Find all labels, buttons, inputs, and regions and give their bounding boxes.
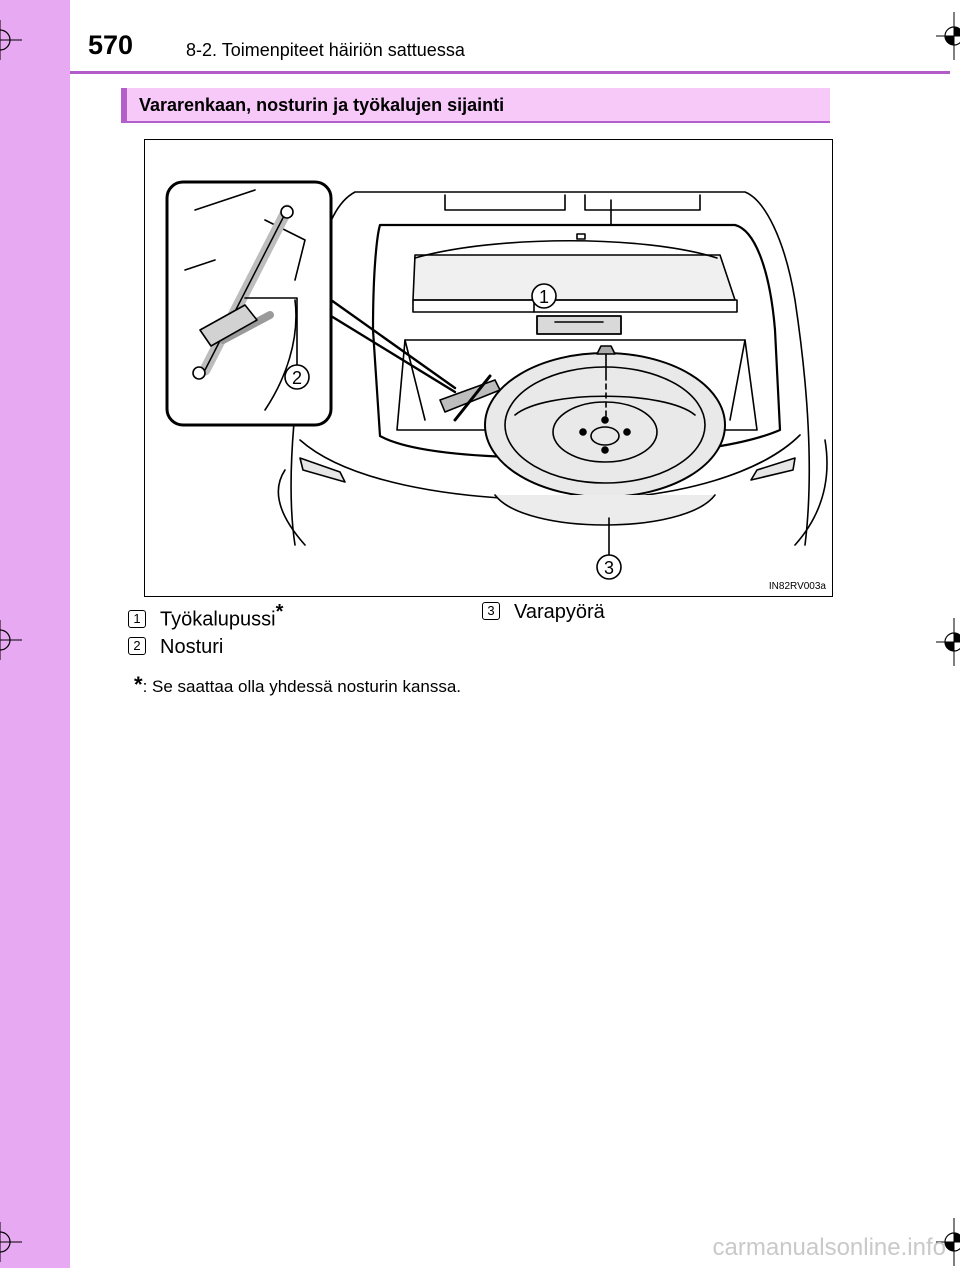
callout-2: 2 [292, 368, 302, 388]
registration-mark-icon [936, 12, 960, 60]
legend-label: Nosturi [160, 636, 224, 658]
footnote-text: : Se saattaa olla yhdessä nosturin kanss… [142, 677, 462, 696]
registration-mark-icon [936, 1218, 960, 1266]
figure-code: IN82RV003a [768, 581, 826, 592]
registration-mark-icon [936, 618, 960, 666]
trunk-illustration: 1 2 3 IN82RV003a [144, 139, 833, 597]
legend-number: 2 [128, 637, 146, 655]
header-divider [70, 71, 950, 74]
registration-mark-icon [0, 1222, 22, 1262]
chapter-title: 8-2. Toimenpiteet häiriön sattuessa [186, 40, 465, 60]
legend-item-1: 1 Työkalupussi* [128, 601, 283, 632]
legend-label: Työkalupussi [160, 608, 276, 631]
callout-3: 3 [604, 558, 614, 578]
side-color-band [0, 0, 70, 1268]
watermark: carmanualsonline.info [712, 1234, 946, 1261]
page-number: 570 [88, 30, 134, 60]
legend-item-3: 3 Varapyörä [482, 601, 605, 624]
section-heading-box: Vararenkaan, nosturin ja työkalujen sija… [121, 88, 830, 123]
footnote-mark: * [275, 601, 284, 623]
registration-mark-icon [0, 620, 22, 660]
registration-mark-icon [0, 20, 22, 60]
trunk-drawing: 1 2 3 [165, 180, 828, 580]
footnote: *: Se saattaa olla yhdessä nosturin kans… [134, 672, 461, 698]
legend-number: 1 [128, 609, 146, 628]
callout-1: 1 [539, 287, 549, 307]
legend-item-2: 2 Nosturi [128, 636, 223, 659]
legend-label: Varapyörä [514, 601, 605, 623]
legend-number: 3 [482, 602, 500, 620]
section-title: Vararenkaan, nosturin ja työkalujen sija… [139, 95, 505, 115]
footnote-mark: * [134, 672, 143, 697]
